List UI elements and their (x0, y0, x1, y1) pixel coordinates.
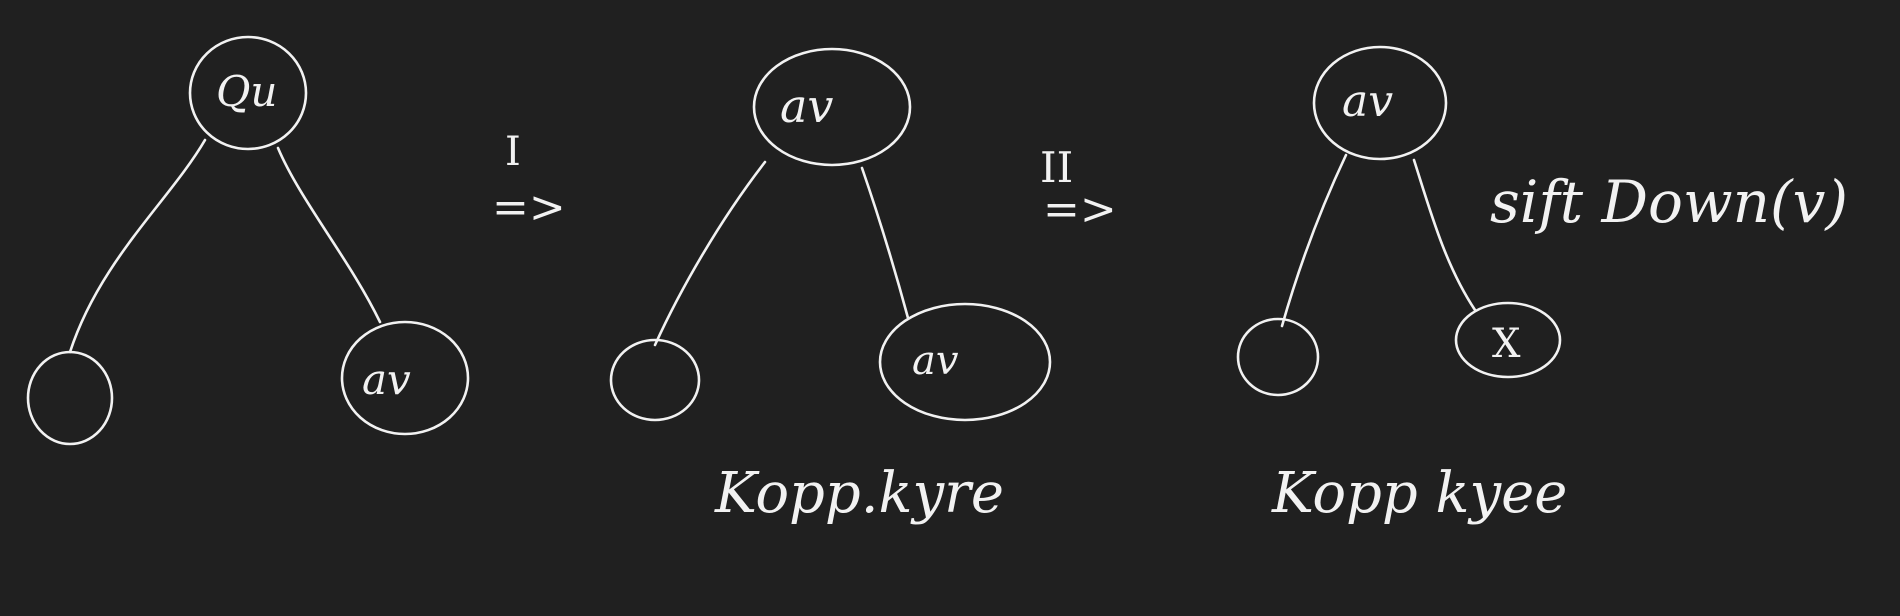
tree-3: av X sift Down(v) Kopp kyee (1236, 45, 1848, 526)
tree-3-root-label: av (1342, 76, 1393, 127)
tree-2-left-node (609, 338, 701, 422)
tree-2-right-label: av (912, 338, 959, 384)
tree-3-left-node (1236, 317, 1320, 397)
step-2-label: II (1040, 143, 1073, 192)
step-2-arrow-glyph: => (1043, 184, 1117, 235)
step-2-arrow: II => (1040, 143, 1117, 235)
tree-3-right-node (1454, 301, 1562, 379)
step-1-arrow-glyph: => (492, 182, 566, 233)
tree-3-caption: Kopp kyee (1271, 461, 1567, 526)
tree-1-left-node (26, 350, 114, 446)
tree-2: av av Kopp.kyre (609, 47, 1052, 526)
tree-3-edge-left (1280, 153, 1348, 328)
tree-3-right-label: X (1492, 321, 1521, 367)
tree-2-right-node (878, 302, 1052, 422)
tree-2-edge-right (860, 166, 910, 320)
tree-3-annotation: sift Down(v) (1490, 168, 1848, 236)
tree-1-root-node (188, 35, 308, 151)
tree-1-edge-left (68, 138, 207, 354)
tree-1-edge-right (276, 146, 382, 324)
tree-2-edge-left (653, 160, 767, 347)
tree-3-root-node (1312, 45, 1448, 161)
tree-2-caption: Kopp.kyre (714, 461, 1004, 526)
tree-3-edge-right (1412, 158, 1477, 312)
tree-2-root-label: av (780, 79, 833, 133)
step-1-arrow: I => (492, 129, 566, 233)
tree-1-right-node (340, 320, 470, 436)
tree-1: Qu av (26, 35, 470, 446)
tree-1-right-label: av (362, 355, 411, 404)
tree-2-root-node (752, 47, 912, 167)
step-1-label: I (505, 129, 521, 175)
tree-1-root-label: Qu (216, 67, 277, 116)
